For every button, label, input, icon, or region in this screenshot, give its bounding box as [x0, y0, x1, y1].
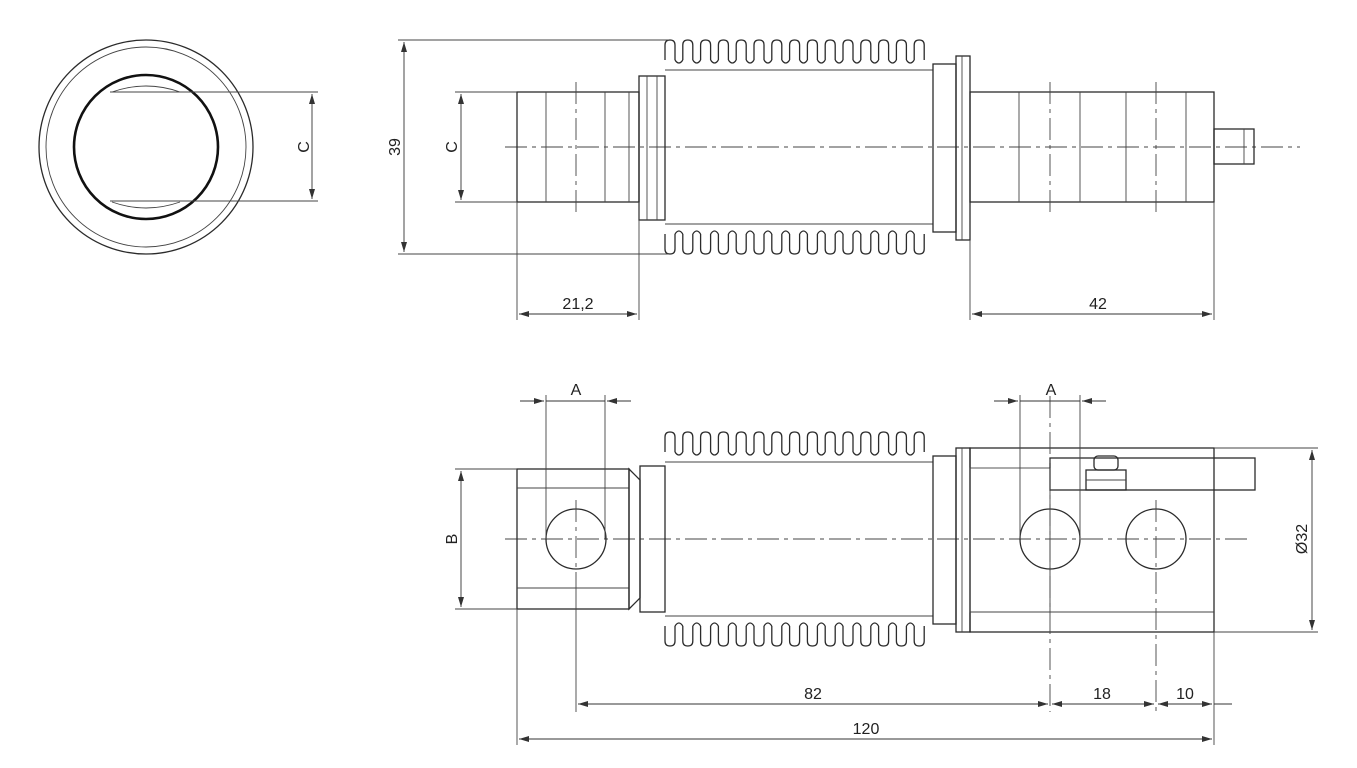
front-body — [969, 447, 1215, 633]
bellows-valley — [870, 59, 880, 235]
bellows-rib — [771, 39, 783, 255]
bellows-valley — [710, 59, 719, 235]
bellows-rib — [753, 431, 765, 647]
bellows-rib — [842, 431, 854, 647]
bellows-valley — [905, 59, 915, 235]
side-c-label: C — [444, 141, 461, 153]
end-view-bolt-circle — [72, 73, 220, 221]
bellows-valley — [692, 59, 702, 235]
bellows-valley — [888, 59, 897, 235]
end-view-outer-circle — [38, 39, 254, 255]
bellows-rib — [788, 431, 801, 647]
front-18-label: 18 — [1093, 686, 1111, 703]
bellows-rib — [735, 39, 747, 255]
side-len-left-label: 21,2 — [562, 296, 593, 313]
bellows-valley — [816, 451, 826, 627]
bellows-rib — [699, 39, 712, 255]
front-b-label: B — [444, 534, 461, 545]
bellows-rib — [753, 39, 765, 255]
bellows-rib — [895, 431, 908, 647]
bellows-rib — [860, 431, 872, 647]
front-right-collar — [932, 455, 957, 625]
bellows-rib — [717, 39, 730, 255]
bellows-rib — [682, 431, 694, 647]
bellows-rib — [699, 431, 712, 647]
bellows-valley — [852, 59, 862, 235]
bellows-rib — [913, 39, 925, 255]
front-connector-bar — [1049, 457, 1256, 491]
front-flange — [955, 447, 971, 633]
front-collar — [639, 465, 666, 613]
bellows-rib — [877, 431, 890, 647]
bellows-rib — [913, 431, 925, 647]
bellows-valley — [834, 59, 844, 235]
bellows-valley — [888, 451, 897, 627]
bellows-valley — [674, 59, 684, 235]
bellows-valley — [905, 451, 915, 627]
front-a-left-label: A — [571, 382, 582, 399]
side-flange — [955, 55, 971, 241]
front-a-right-label: A — [1046, 382, 1057, 399]
end-view-inner-ring — [45, 46, 247, 248]
bellows-valley — [799, 59, 808, 235]
side-right-collar — [932, 63, 957, 233]
bellows-rib — [806, 431, 819, 647]
front-10-label: 10 — [1176, 686, 1194, 703]
end-view-flat-top — [111, 85, 181, 93]
bellows-rib — [806, 39, 819, 255]
front-diameter-label: Ø32 — [1294, 524, 1311, 554]
bellows-valley — [852, 451, 862, 627]
bellows-rib — [682, 39, 694, 255]
bellows-valley — [727, 451, 737, 627]
bellows-valley — [763, 451, 773, 627]
side-height-label: 39 — [387, 138, 404, 156]
bellows-rib — [664, 431, 676, 647]
side-view: 39 C 21,2 42 — [387, 39, 1300, 320]
bellows-valley — [834, 451, 844, 627]
side-collar — [638, 75, 666, 221]
bellows-rib — [895, 39, 908, 255]
end-view-flat-bottom — [111, 201, 181, 209]
front-view: A A B Ø32 82 18 10 120 — [444, 382, 1318, 745]
end-view: C — [38, 39, 318, 255]
bellows-rib — [860, 39, 872, 255]
bellows-valley — [745, 451, 755, 627]
bellows-rib — [771, 431, 783, 647]
bellows-valley — [710, 451, 719, 627]
side-len-right-label: 42 — [1089, 296, 1107, 313]
front-82-label: 82 — [804, 686, 822, 703]
bellows-valley — [781, 59, 791, 235]
side-bellows — [664, 39, 933, 255]
bellows-rib — [824, 39, 836, 255]
bellows-valley — [870, 451, 880, 627]
bellows-valley — [727, 59, 737, 235]
bellows-rib — [842, 39, 854, 255]
bellows-valley — [745, 59, 755, 235]
bellows-valley — [692, 451, 702, 627]
front-bellows — [664, 431, 933, 647]
end-view-c-label: C — [296, 141, 313, 153]
bellows-rib — [664, 39, 676, 255]
bellows-rib — [717, 431, 730, 647]
bellows-rib — [824, 431, 836, 647]
side-connector — [1213, 128, 1255, 165]
bellows-valley — [674, 451, 684, 627]
bellows-rib — [735, 431, 747, 647]
bellows-valley — [799, 451, 808, 627]
bellows-valley — [763, 59, 773, 235]
bellows-rib — [877, 39, 890, 255]
bellows-valley — [816, 59, 826, 235]
bellows-rib — [788, 39, 801, 255]
bellows-valley — [781, 451, 791, 627]
front-120-label: 120 — [853, 721, 880, 738]
